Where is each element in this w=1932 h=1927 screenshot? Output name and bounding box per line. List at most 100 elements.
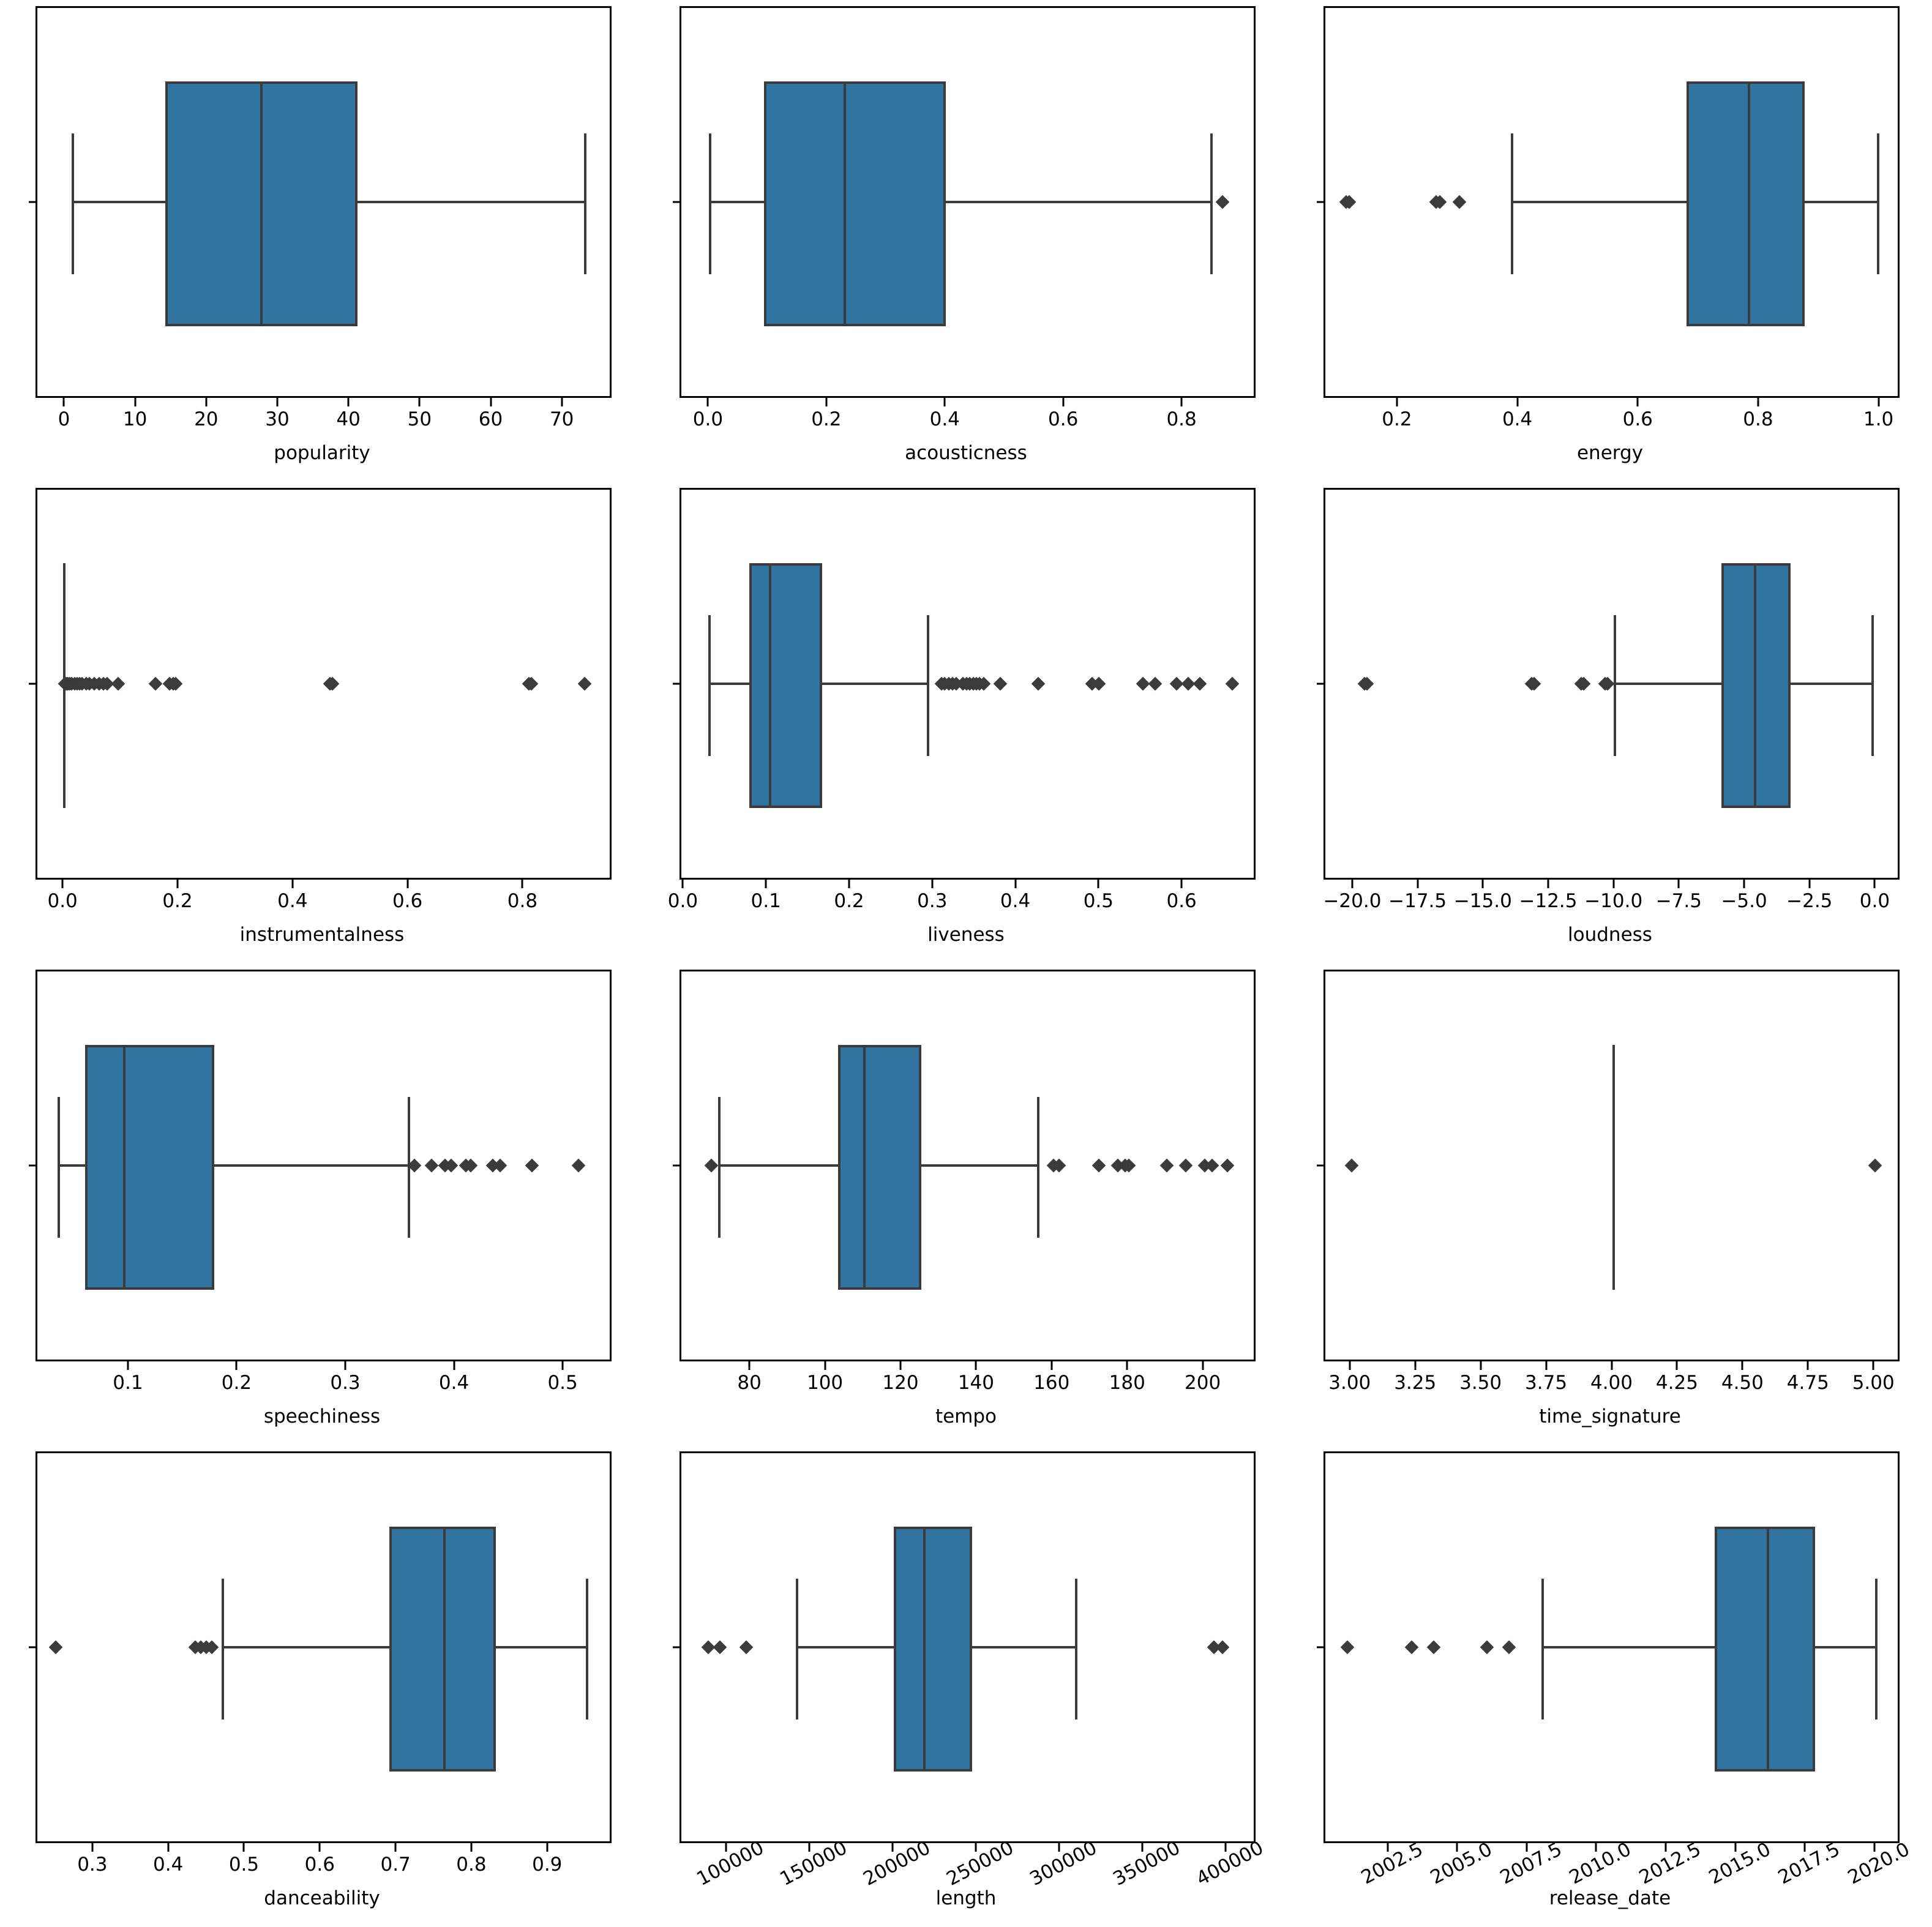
x-tick-mark (975, 1843, 977, 1852)
box-iqr (1715, 1527, 1816, 1772)
median-line (1754, 563, 1757, 808)
x-tick-label: 0.0 (47, 890, 78, 912)
x-tick-mark (1803, 1843, 1806, 1852)
x-tick-mark (1097, 880, 1099, 888)
x-tick-mark (1202, 1361, 1204, 1370)
x-tick-mark (1677, 880, 1680, 888)
x-tick-mark (1417, 880, 1419, 888)
x-tick-label: 60 (478, 408, 503, 430)
axes-frame (673, 6, 1256, 398)
whisker-cap-low (1510, 133, 1513, 274)
y-axis-tick (29, 683, 36, 685)
y-axis-tick (673, 683, 680, 685)
x-tick-mark (891, 1843, 894, 1852)
x-tick-label: 2017.5 (1775, 1838, 1844, 1889)
x-tick-label: 3.50 (1459, 1372, 1502, 1394)
x-tick-mark (1141, 1843, 1144, 1852)
x-tick-label: 4.75 (1786, 1372, 1829, 1394)
plot-area (1325, 8, 1898, 396)
outlier-marker (994, 676, 1008, 691)
x-tick-mark (470, 1843, 473, 1852)
x-tick-mark (1676, 1361, 1678, 1370)
x-tick-mark (1180, 880, 1183, 888)
x-axis-label: danceability (264, 1887, 380, 1909)
x-tick-mark (561, 1361, 564, 1370)
x-tick-mark (242, 1843, 245, 1852)
median-line (1748, 81, 1751, 326)
x-tick-label: 100 (806, 1372, 844, 1394)
x-tick-mark (1873, 1843, 1876, 1852)
axes-frame (29, 488, 612, 880)
plot-area (681, 8, 1254, 396)
x-tick-mark (1547, 880, 1549, 888)
whisker-cap-high (585, 1579, 588, 1719)
x-tick-label: 0.1 (751, 890, 781, 912)
outlier-marker (1426, 1640, 1441, 1655)
x-tick-label: 4.25 (1655, 1372, 1698, 1394)
x-tick-mark (62, 398, 65, 406)
x-tick-label: 0 (58, 408, 70, 430)
outlier-marker (713, 1640, 727, 1655)
x-tick-mark (394, 1843, 397, 1852)
x-tick-label: 0.4 (438, 1372, 470, 1394)
whisker-cap-low (58, 1097, 61, 1238)
x-tick-label: 0.3 (77, 1854, 108, 1876)
x-tick-label: 300000 (1026, 1836, 1101, 1890)
x-tick-label: 100000 (693, 1836, 768, 1890)
x-tick-label: 2012.5 (1635, 1838, 1705, 1889)
x-tick-label: 250000 (943, 1836, 1017, 1890)
x-axis-label: release_date (1549, 1887, 1671, 1909)
x-tick-mark (1595, 1843, 1597, 1852)
x-tick-mark (1872, 1361, 1874, 1370)
x-tick-mark (975, 1361, 977, 1370)
outlier-marker (525, 1158, 539, 1173)
x-tick-mark (1734, 1843, 1737, 1852)
median-line (260, 81, 263, 326)
x-tick-mark (1612, 880, 1615, 888)
x-tick-mark (1741, 1361, 1743, 1370)
axes-frame (1317, 6, 1900, 398)
x-tick-label: 0.4 (277, 890, 308, 912)
x-tick-mark (490, 398, 492, 406)
median-line (769, 563, 772, 808)
x-tick-label: 0.2 (162, 890, 193, 912)
outlier-marker (705, 1158, 719, 1173)
x-tick-label: 20 (194, 408, 219, 430)
x-tick-mark (1611, 1361, 1612, 1370)
whisker-cap-low (708, 615, 711, 756)
whisker-cap-low (709, 133, 712, 274)
x-tick-mark (1878, 398, 1880, 406)
outlier-marker (148, 676, 162, 691)
x-tick-mark (765, 880, 767, 888)
outlier-marker (571, 1158, 586, 1173)
y-axis-tick (1317, 1646, 1324, 1648)
outlier-marker (1344, 1158, 1359, 1173)
x-tick-label: 140 (957, 1372, 994, 1394)
x-axis-label: time_signature (1539, 1405, 1681, 1427)
whisker-cap-high (927, 615, 930, 756)
outlier-marker (1341, 1640, 1355, 1655)
whisker-cap-low (72, 133, 75, 274)
x-tick-label: 2007.5 (1496, 1838, 1566, 1889)
x-tick-label: 0.4 (153, 1854, 184, 1876)
outlier-marker (1159, 1158, 1174, 1173)
y-axis-tick (29, 1646, 36, 1648)
x-tick-label: −15.0 (1453, 890, 1512, 912)
outlier-marker (1220, 1158, 1234, 1173)
x-axis-label: speechiness (263, 1405, 381, 1427)
whisker-cap-low (717, 1097, 721, 1238)
outlier-marker (111, 676, 125, 691)
x-tick-label: −12.5 (1519, 890, 1578, 912)
outlier-marker (577, 676, 592, 691)
y-axis-tick (1317, 201, 1324, 203)
median-line (863, 1045, 866, 1290)
outlier-marker (1225, 676, 1240, 691)
whisker-cap-high (1210, 133, 1213, 274)
x-tick-label: 150000 (776, 1836, 851, 1890)
x-tick-mark (1516, 398, 1519, 406)
x-tick-label: 0.6 (304, 1854, 335, 1876)
x-axis-label: energy (1576, 442, 1643, 464)
x-tick-mark (1873, 880, 1876, 888)
